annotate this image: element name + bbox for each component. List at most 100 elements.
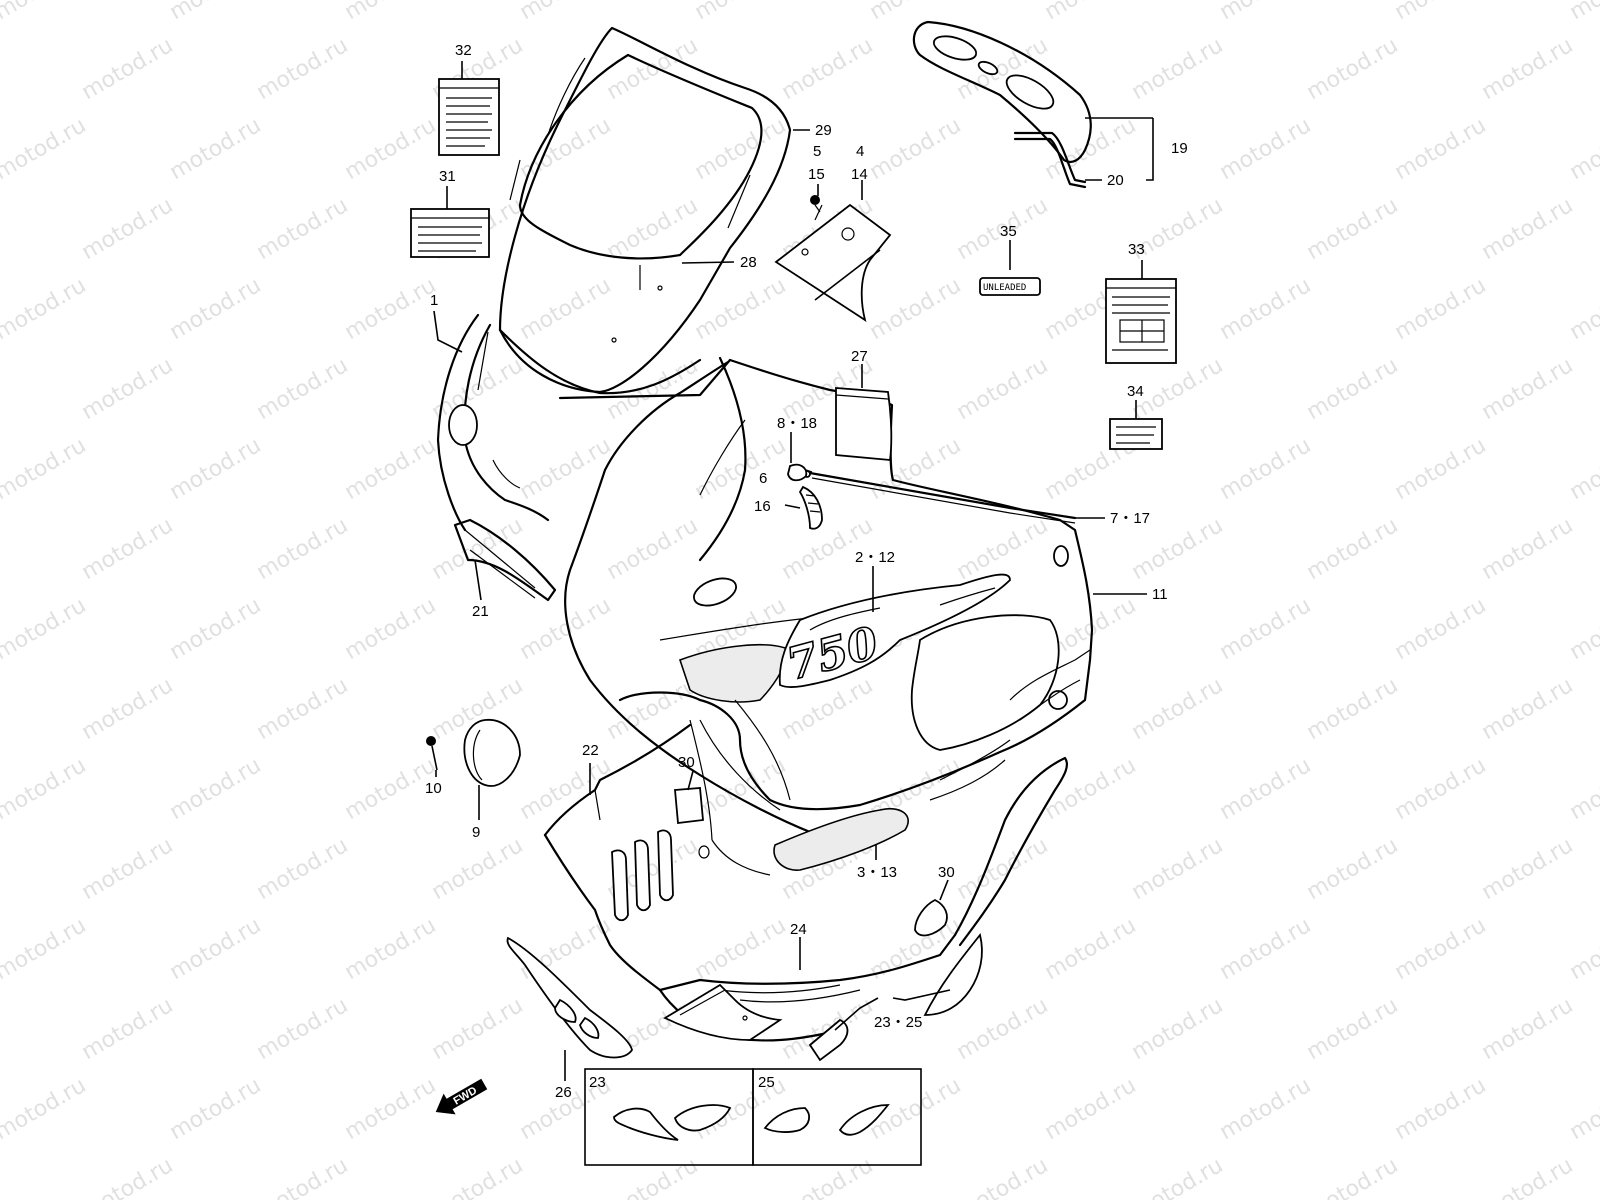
watermark-text: motod.ru xyxy=(1128,1153,1228,1200)
watermark-text: motod.ru xyxy=(953,993,1053,1065)
callout-33: 33 xyxy=(1128,241,1145,258)
meter-cover-part-19[interactable] xyxy=(912,20,1092,164)
watermark-text: motod.ru xyxy=(1566,0,1600,25)
watermark-text: motod.ru xyxy=(1391,753,1491,825)
label-part-33[interactable] xyxy=(1105,278,1177,364)
watermark-text: motod.ru xyxy=(1478,993,1578,1065)
label-part-35-unleaded[interactable]: UNLEADED xyxy=(979,277,1041,296)
leader-lines xyxy=(433,61,1154,1081)
watermark-text: motod.ru xyxy=(78,33,178,105)
watermark-text: motod.ru xyxy=(603,1153,703,1200)
cover-part-9[interactable] xyxy=(463,719,521,787)
windscreen-part-28[interactable] xyxy=(498,26,792,394)
watermark-text: motod.ru xyxy=(1216,1073,1316,1145)
watermark-text: motod.ru xyxy=(341,273,441,345)
watermark-text: motod.ru xyxy=(253,673,353,745)
label-part-34[interactable] xyxy=(1109,418,1163,450)
watermark-text: motod.ru xyxy=(603,513,703,585)
watermark-text: motod.ru xyxy=(1303,353,1403,425)
watermark-text: motod.ru xyxy=(341,593,441,665)
callout-7-17: 7・17 xyxy=(1110,510,1150,527)
callout-15: 15 xyxy=(808,166,825,183)
inner-panel-part-4-14[interactable] xyxy=(774,203,892,323)
bracket-part-20[interactable] xyxy=(1013,131,1087,189)
watermark-text: motod.ru xyxy=(0,513,2,585)
watermark-text: motod.ru xyxy=(1478,1153,1578,1200)
watermark-text: motod.ru xyxy=(1216,593,1316,665)
watermark-text: motod.ru xyxy=(1478,193,1578,265)
duct-part-30-upper[interactable] xyxy=(674,787,704,825)
inset-boxes: 23 25 xyxy=(584,1068,922,1166)
watermark-text: motod.ru xyxy=(0,433,90,505)
watermark-text: motod.ru xyxy=(1478,673,1578,745)
callout-34: 34 xyxy=(1127,383,1144,400)
screw-part-10[interactable] xyxy=(426,736,438,771)
watermark-text: motod.ru xyxy=(866,0,966,25)
watermark-text: motod.ru xyxy=(253,33,353,105)
watermark-text: motod.ru xyxy=(341,1073,441,1145)
watermark-text: motod.ru xyxy=(1478,513,1578,585)
watermark-text: motod.ru xyxy=(866,273,966,345)
callout-28: 28 xyxy=(740,254,757,271)
watermark-text: motod.ru xyxy=(0,673,2,745)
decal-part-3-13[interactable] xyxy=(773,739,1011,871)
lower-cowling-part-22-24[interactable] xyxy=(543,719,1069,1042)
callout-4: 4 xyxy=(856,143,864,160)
callout-35: 35 xyxy=(1000,223,1017,240)
watermark-text: motod.ru xyxy=(953,353,1053,425)
watermark-text: motod.ru xyxy=(1216,433,1316,505)
watermark-text: motod.ru xyxy=(516,753,616,825)
panel-part-27[interactable] xyxy=(835,387,893,461)
watermark-text: motod.ru xyxy=(603,193,703,265)
grommet-part-6-16[interactable] xyxy=(798,485,823,530)
watermark-text: motod.ru xyxy=(953,1153,1053,1200)
upper-cowling-part-1[interactable] xyxy=(436,313,732,532)
watermark-text: motod.ru xyxy=(0,33,2,105)
duct-part-30-lower[interactable] xyxy=(914,898,948,937)
watermark-text: motod.ru xyxy=(1216,273,1316,345)
vent-part-21[interactable] xyxy=(453,518,557,602)
strip-part-26[interactable] xyxy=(506,936,633,1059)
callout-20: 20 xyxy=(1107,172,1124,189)
callout-6: 6 xyxy=(759,470,767,487)
callout-31: 31 xyxy=(439,168,456,185)
callout-8-18: 8・18 xyxy=(777,415,817,432)
watermark-text: motod.ru xyxy=(1128,33,1228,105)
watermark-text: motod.ru xyxy=(1303,993,1403,1065)
watermark-text: motod.ru xyxy=(166,0,266,25)
watermark-text: motod.ru xyxy=(428,353,528,425)
watermark-text: motod.ru xyxy=(253,1153,353,1200)
label-part-32[interactable] xyxy=(438,78,500,156)
callout-29: 29 xyxy=(815,122,832,139)
callout-30b: 30 xyxy=(938,864,955,881)
watermark-text: motod.ru xyxy=(341,0,441,25)
watermark-text: motod.ru xyxy=(1391,113,1491,185)
watermark-text: motod.ru xyxy=(253,833,353,905)
watermark-text: motod.ru xyxy=(1566,273,1600,345)
bolt-part-5-15[interactable] xyxy=(810,195,821,213)
inset-label-23: 23 xyxy=(589,1074,606,1091)
decal-part-23-25[interactable] xyxy=(808,933,983,1062)
watermark-text: motod.ru xyxy=(1566,913,1600,985)
watermark-text: motod.ru xyxy=(691,0,791,25)
watermark-text: motod.ru xyxy=(0,0,90,25)
watermark-text: motod.ru xyxy=(1041,1073,1141,1145)
watermark-text: motod.ru xyxy=(1216,913,1316,985)
watermark-text: motod.ru xyxy=(166,753,266,825)
watermark-text: motod.ru xyxy=(1566,113,1600,185)
watermark-text: motod.ru xyxy=(778,1153,878,1200)
watermark-text: motod.ru xyxy=(1041,913,1141,985)
side-cowling-part-11[interactable] xyxy=(564,356,1094,834)
watermark-text: motod.ru xyxy=(603,33,703,105)
label-part-31[interactable] xyxy=(410,208,490,258)
watermark-text: motod.ru xyxy=(778,33,878,105)
watermark-text: motod.ru xyxy=(1128,993,1228,1065)
watermark-text: motod.ru xyxy=(78,673,178,745)
clip-part-8-18[interactable] xyxy=(787,463,813,482)
watermark-text: motod.ru xyxy=(516,433,616,505)
floor-piece[interactable] xyxy=(663,983,783,1041)
callout-32: 32 xyxy=(455,42,472,59)
watermark-text: motod.ru xyxy=(691,913,791,985)
